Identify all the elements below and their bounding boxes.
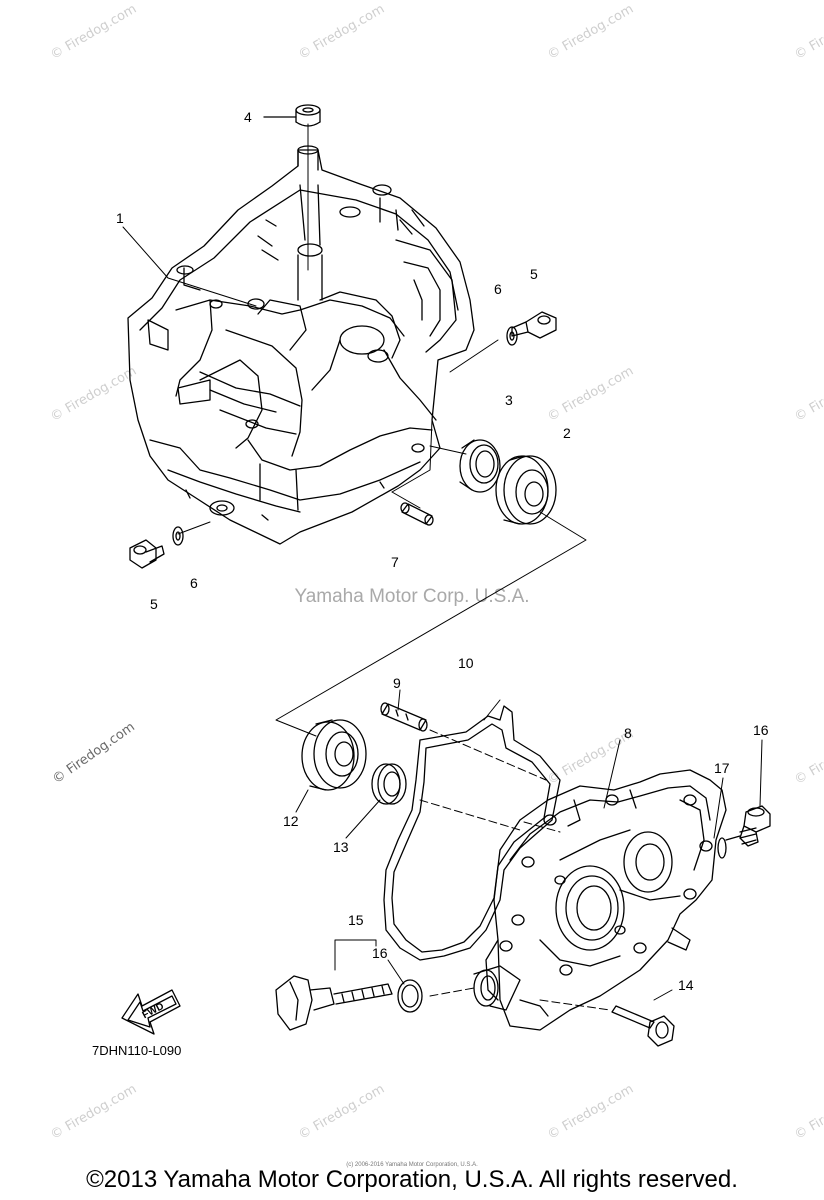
part-5-bolt-lower [129,539,165,569]
leader-line [449,339,499,373]
assembly-line [523,821,561,833]
assembly-line [419,799,521,831]
part-17-gasket [717,835,741,859]
leader-line [345,799,381,839]
callout-16: 16 [753,722,769,738]
leader-line [122,226,257,307]
diagram-code: 7DHN110-L090 [92,1043,182,1058]
leader-line [603,739,621,809]
callout-17: 17 [714,760,730,776]
callout-3: 3 [505,392,513,408]
callout-12: 10 [458,655,474,671]
assembly-line [429,987,475,997]
small-copyright-notice: (c) 2006-2016 Yamaha Motor Corporation, … [346,1162,478,1168]
part-5-bolt-upper [511,311,557,339]
callout-11: 13 [333,839,349,855]
part-4-nut [295,104,321,127]
part-11-oil-seal [371,763,407,805]
part-2-bearing [495,455,557,525]
leader-line [653,989,673,1001]
callout-13: 14 [678,977,694,993]
leader-line [391,419,433,493]
part-10-bearing [301,719,367,791]
leader-line [275,511,587,737]
crankcase-right [485,769,727,1031]
callout-9: 9 [393,675,401,691]
part-15-o-ring [397,979,423,1013]
oil-filler-neck [473,965,521,1011]
callout-6-lower: 6 [190,575,198,591]
callout-6-upper: 6 [494,281,502,297]
callout-4: 4 [244,109,252,125]
callout-15: 16 [372,945,388,961]
assembly-line [539,999,611,1011]
leader-line [397,689,401,711]
leader-line [429,445,467,455]
part-14-oil-dipstick [275,975,393,1031]
leader-line [334,939,377,971]
callout-labels: 4 1 5 6 3 2 7 6 5 10 9 16 8 17 12 13 15 … [116,109,769,993]
part-12-gasket [383,705,561,961]
fwd-arrow [121,989,181,1035]
callout-10: 12 [283,813,299,829]
part-7-dowel-pin [400,502,434,526]
callout-5-upper: 5 [530,266,538,282]
part-16-drain-plug [739,805,771,847]
leader-line [295,789,309,813]
leader-line [483,699,501,721]
callout-8: 8 [624,725,632,741]
part-13-bolt [611,1005,675,1047]
part-6-washer-upper [506,326,518,346]
leader-line [177,521,211,535]
crankcase-left [127,145,475,545]
copyright-footer: ©2013 Yamaha Motor Corporation, U.S.A. A… [86,1166,738,1193]
assembly-line [429,729,547,781]
callout-7: 7 [391,554,399,570]
callout-2: 2 [563,425,571,441]
leader-line [391,491,421,509]
brand-watermark: Yamaha Motor Corp. U.S.A. [294,586,530,607]
callout-5-lower: 5 [150,596,158,612]
callout-14: 15 [348,912,364,928]
part-9-dowel-pin [380,702,428,732]
part-3-oil-seal [459,439,501,493]
part-6-washer-lower [172,526,184,546]
leader-line [759,739,763,807]
leader-line [387,959,405,985]
leader-line [713,777,724,839]
callout-1: 1 [116,210,124,226]
